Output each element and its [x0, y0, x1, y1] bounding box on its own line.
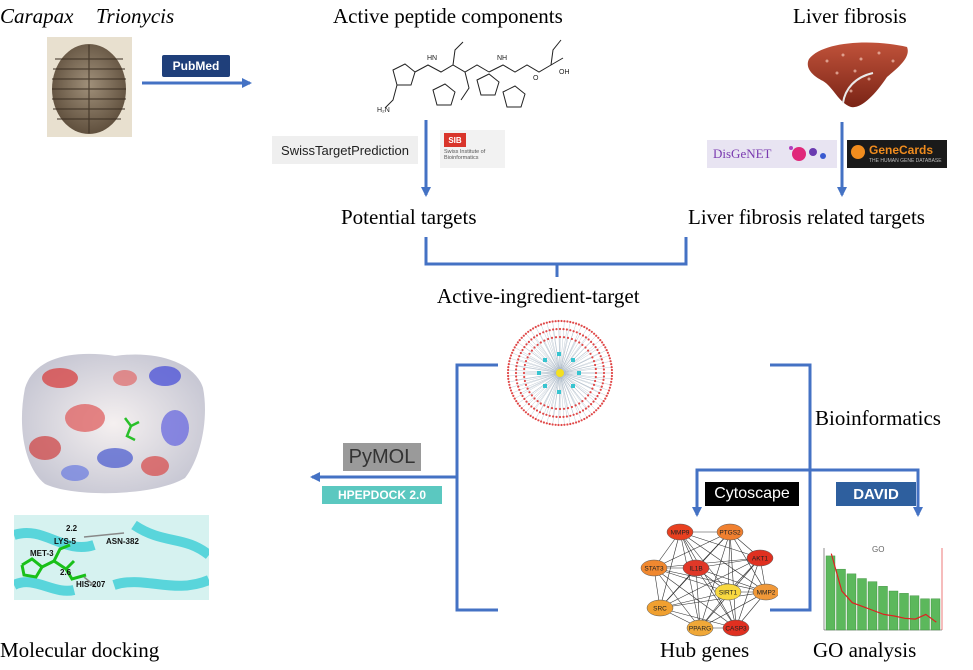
- genecards-subtitle: THE HUMAN GENE DATABASE: [869, 158, 942, 164]
- fibrosis-targets-label: Liver fibrosis related targets: [688, 205, 925, 229]
- go-bar: [930, 598, 941, 631]
- hub-gene-label: SRC: [653, 606, 667, 613]
- docking-residue-label: MET-3: [30, 549, 54, 558]
- go-bar: [867, 581, 878, 631]
- go-bar: [878, 586, 888, 631]
- cytoscape-logo: Cytoscape: [705, 482, 799, 506]
- docking-residue-label: 2.2: [66, 524, 78, 533]
- cytoscape-arrow: [692, 468, 810, 517]
- go-bar: [857, 578, 867, 631]
- hub-gene-label: STAT3: [644, 566, 664, 573]
- pymol-logo: PyMOL: [343, 443, 421, 471]
- genecards-logo: GeneCards THE HUMAN GENE DATABASE: [847, 140, 947, 168]
- hub-gene-label: AKT1: [752, 556, 769, 563]
- right-bracket: [770, 363, 812, 612]
- hub-gene-node: STAT3: [640, 559, 668, 577]
- go-bar: [888, 590, 899, 631]
- disgenet-text: DisGeNET: [713, 146, 772, 161]
- svg-text:HN: HN: [427, 55, 437, 62]
- hub-gene-label: CASP3: [725, 626, 747, 633]
- molecular-docking-label: Molecular docking: [0, 638, 160, 662]
- hub-gene-node: CASP3: [722, 619, 750, 637]
- go-bar: [836, 568, 846, 631]
- docking-residue-label: 2.6: [60, 568, 72, 577]
- go-chart-title: GO: [872, 545, 884, 554]
- merge-bracket: [424, 237, 688, 266]
- hub-gene-node: PTGS2: [716, 523, 744, 541]
- hub-gene-label: PTGS2: [719, 530, 741, 537]
- go-analysis-chart: GO: [823, 545, 943, 631]
- active-components-title: Active peptide components: [333, 4, 563, 28]
- svg-text:O: O: [533, 75, 539, 82]
- protein-surface-image: [21, 353, 205, 494]
- potential-targets-label: Potential targets: [341, 205, 477, 229]
- sib-logo: SIB Swiss Institute of Bioinformatics: [440, 130, 505, 168]
- hub-gene-label: IL1B: [689, 566, 702, 573]
- hub-gene-label: MMP9: [671, 530, 690, 537]
- sib-caption: Swiss Institute of Bioinformatics: [444, 149, 486, 161]
- docking-residue-label: LYS-5: [54, 537, 76, 546]
- go-bar: [899, 593, 909, 631]
- network-label: Active-ingredient-target: [437, 284, 640, 308]
- go-bar: [825, 555, 836, 631]
- sib-mark: SIB: [444, 133, 466, 147]
- hub-gene-node: MMP9: [666, 523, 694, 541]
- hub-gene-node: IL1B: [682, 559, 710, 577]
- turtle-shell-image: [47, 37, 132, 137]
- hub-gene-node: PPARG: [686, 619, 714, 637]
- svg-text:OH: OH: [559, 69, 570, 76]
- go-bar: [909, 595, 920, 631]
- source-species: Trionycis: [96, 4, 175, 28]
- hub-genes-label: Hub genes: [660, 638, 750, 662]
- david-arrow: [810, 468, 923, 517]
- left-bracket: [455, 363, 498, 612]
- hub-gene-node: SIRT1: [714, 583, 742, 601]
- svg-text:NH: NH: [497, 55, 507, 62]
- disgenet-logo: DisGeNET: [707, 140, 837, 168]
- hub-gene-node: SRC: [646, 599, 674, 617]
- svg-text:H₂N: H₂N: [377, 107, 390, 114]
- liver-image: [807, 42, 908, 108]
- go-analysis-label: GO analysis: [813, 638, 917, 662]
- pubmed-logo: PubMed: [162, 55, 230, 77]
- source-genus: Carapax: [0, 4, 74, 28]
- docking-detail-image: 2.2 LYS-5 ASN-382 MET-3 2.6 HIS-207: [14, 515, 209, 600]
- david-logo: DAVID: [836, 482, 916, 506]
- genecards-icon: [851, 145, 865, 159]
- bioinformatics-label: Bioinformatics: [815, 406, 941, 430]
- hub-gene-label: PPARG: [689, 626, 711, 633]
- hub-gene-label: SIRT1: [719, 590, 738, 597]
- docking-residue-label: HIS-207: [76, 580, 106, 589]
- hub-gene-label: MMP2: [757, 590, 776, 597]
- hub-gene-node: MMP2: [752, 583, 778, 601]
- ingredient-target-network: [506, 319, 614, 427]
- genecards-text: GeneCards: [869, 143, 934, 157]
- swisstarget-logo: SwissTargetPrediction: [272, 136, 418, 164]
- peptide-structure-image: H₂N HN NH O OH: [377, 39, 570, 114]
- disgenet-dots-icon: [789, 146, 826, 161]
- hub-gene-node: AKT1: [746, 549, 774, 567]
- hpepdock-logo: HPEPDOCK 2.0: [322, 486, 442, 504]
- docking-residue-label: ASN-382: [106, 537, 139, 546]
- liver-fibrosis-title: Liver fibrosis: [793, 4, 907, 28]
